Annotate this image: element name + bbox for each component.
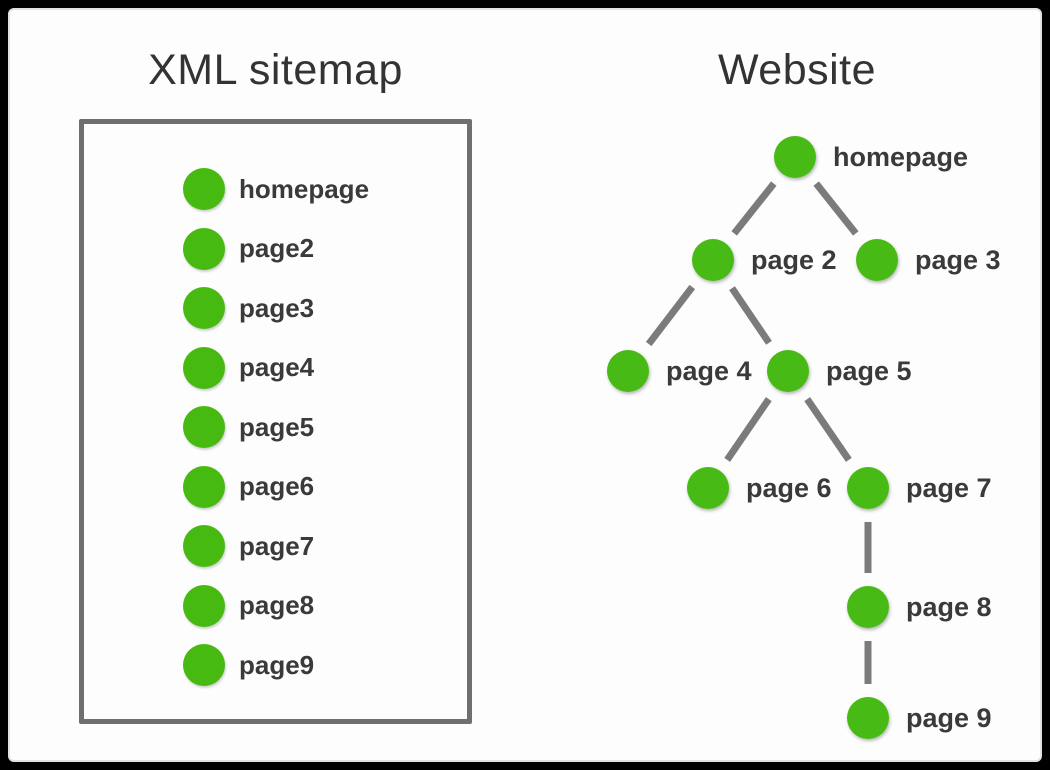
tree-node-page6 (687, 467, 729, 509)
page-dot-icon (183, 346, 225, 389)
tree-node-page3 (856, 239, 898, 281)
list-item-label: page7 (239, 530, 315, 561)
tree-node-page2 (692, 239, 734, 281)
list-item: page8 (183, 584, 315, 627)
tree-node-label: page 9 (906, 703, 992, 733)
tree-node-page4 (607, 350, 649, 392)
list-item-label: page3 (239, 292, 315, 323)
tree-node-label: page 2 (751, 245, 837, 275)
tree-node-homepage (774, 136, 816, 178)
list-item: page4 (183, 346, 315, 389)
page-dot-icon (183, 525, 225, 567)
tree-node-label: page 3 (915, 245, 1001, 275)
tree-node-label: page 5 (826, 356, 912, 386)
page-dot-icon (183, 465, 225, 508)
list-item-label: page4 (239, 352, 315, 382)
sitemap-box: homepage page2 page3 page4 page5 page6 page7 pa… (79, 119, 472, 724)
tree-edge (804, 397, 852, 462)
list-item: page9 (183, 644, 314, 686)
page-dot-icon (183, 406, 225, 448)
tree-node-label: page 8 (906, 592, 992, 622)
tree-node-label: page 7 (906, 473, 992, 503)
list-item-label: page2 (239, 233, 315, 263)
tree-node-label: homepage (833, 142, 968, 172)
tree-edge (645, 284, 696, 347)
list-item-label: page5 (239, 411, 315, 442)
page-dot-icon (183, 287, 225, 329)
tree-edge (729, 286, 772, 345)
tree-node-page5 (767, 350, 809, 392)
tree-edge (731, 181, 777, 236)
diagram-canvas: XML sitemap Website homepage page2 page3 pa… (8, 8, 1042, 762)
list-item: page6 (183, 465, 315, 508)
list-item: page5 (183, 406, 314, 448)
tree-node-page8 (847, 586, 889, 628)
tree-node-label: page 6 (746, 473, 832, 503)
list-item-label: page9 (239, 649, 315, 680)
page-dot-icon (183, 227, 225, 270)
list-item-label: homepage (239, 173, 370, 204)
list-item-label: page8 (239, 590, 315, 620)
tree-edge (724, 397, 772, 462)
tree-node-page7 (847, 467, 889, 509)
page-dot-icon (183, 168, 225, 210)
list-item: homepage (183, 168, 369, 210)
list-item: page7 (183, 525, 314, 567)
page-dot-icon (183, 584, 225, 627)
list-item-label: page6 (239, 471, 315, 501)
website-title: Website (717, 46, 877, 94)
list-item: page2 (183, 227, 315, 270)
xml-sitemap-title: XML sitemap (148, 46, 403, 94)
tree-node-label: page 4 (666, 356, 752, 386)
sitemap-list: homepage page2 page3 page4 page5 page6 page7 pa… (84, 124, 467, 719)
list-item: page3 (183, 287, 314, 329)
page-dot-icon (183, 644, 225, 686)
tree-edge (813, 181, 859, 236)
tree-node-page9 (847, 697, 889, 739)
